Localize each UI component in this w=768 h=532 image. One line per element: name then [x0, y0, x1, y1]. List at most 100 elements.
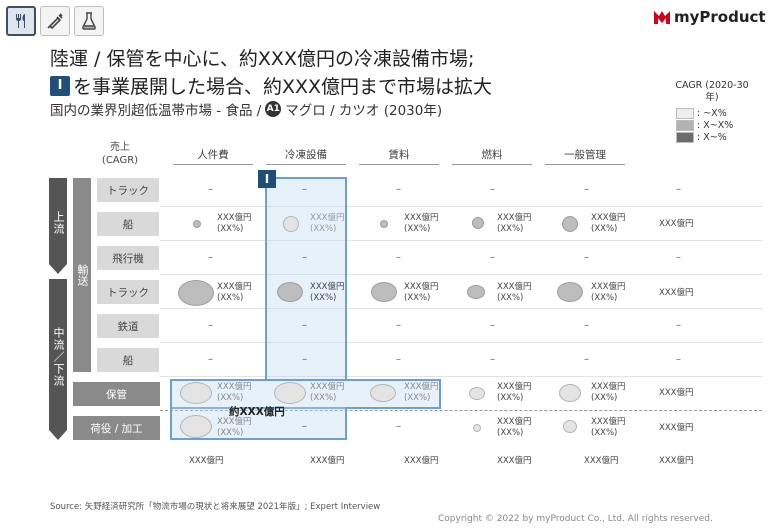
col-header-fuel: 燃料 [452, 147, 532, 165]
flask-icon [82, 12, 96, 30]
bubble [180, 415, 212, 438]
page-title-line2-text: を事業展開した場合、約XXX億円まで市場は拡大 [73, 76, 493, 98]
bubble [473, 424, 481, 432]
row-divider [160, 376, 762, 377]
cell-empty: – [584, 252, 589, 263]
col-header-labor: 人件費 [173, 147, 253, 165]
column-total: XXX億円 [310, 456, 345, 466]
legend-item: : X~% [676, 132, 727, 143]
page-title-line2: I を事業展開した場合、約XXX億円まで市場は拡大 [50, 72, 492, 99]
bubble [559, 384, 581, 402]
bubble [277, 282, 303, 302]
cell-value: XXX億円(XX%) [310, 382, 345, 403]
col-header-refrigeration: 冷凍設備 [266, 147, 346, 165]
highlight-refrigeration-column [265, 177, 347, 381]
page-title-line1: 陸運 / 保管を中心に、約XXX億円の冷凍設備市場; [50, 48, 475, 70]
legend-item: : ~X% [676, 108, 727, 119]
cell-value: XXX億円(XX%) [310, 282, 345, 303]
cell-value: XXX億円(XX%) [404, 213, 439, 234]
column-total: XXX億円 [584, 456, 619, 466]
cell-empty: – [490, 184, 495, 195]
middown-bar-shape [49, 279, 67, 440]
row-divider [160, 342, 762, 343]
cell-empty: – [302, 354, 307, 365]
cell-value: XXX億円(XX%) [591, 382, 626, 403]
row-divider [160, 206, 762, 207]
subtitle-after: マグロ / カツオ (2030年) [285, 103, 443, 119]
cell-value: XXX億円(XX%) [404, 382, 439, 403]
sales-header-text: 売上(CAGR) [101, 142, 139, 166]
bubble [274, 382, 306, 404]
cell-empty: – [396, 252, 401, 263]
cell-value: XXX億円(XX%) [497, 213, 532, 234]
cell-empty: – [208, 252, 213, 263]
syringe-icon [47, 13, 63, 30]
col-header-rent: 賃料 [359, 147, 439, 165]
row-total: XXX億円 [659, 423, 694, 433]
logo-mark-icon [654, 10, 670, 24]
subtitle-before: 国内の業界別超低温帯市場 - 食品 / [50, 103, 262, 119]
cell-empty: – [676, 320, 681, 331]
legend-label: : X~X% [697, 120, 734, 131]
cell-empty: – [396, 354, 401, 365]
row-label-airplane: 飛行機 [97, 246, 159, 270]
column-total: XXX億円 [404, 456, 439, 466]
legend-title: CAGR (2020-30年) [675, 80, 749, 103]
column-total: XXX億円 [497, 456, 532, 466]
tab-food[interactable] [6, 6, 36, 36]
cell-empty: – [208, 320, 213, 331]
cell-empty: – [302, 421, 307, 432]
cell-empty: – [490, 252, 495, 263]
segment-mid-down: 中流／下流 [52, 326, 65, 387]
legend-label: : X~% [697, 132, 727, 143]
segment-upstream: 上流 [52, 211, 65, 235]
row-label-rail: 鉄道 [97, 314, 159, 338]
legend-swatch [676, 120, 694, 131]
cell-empty: – [584, 354, 589, 365]
cell-empty: – [208, 354, 213, 365]
logo: myProduct [654, 8, 766, 26]
row-divider [160, 308, 762, 309]
legend-item: : X~X% [676, 120, 733, 131]
tab-medical[interactable] [40, 6, 70, 36]
bubble [469, 387, 485, 400]
cell-empty: – [396, 184, 401, 195]
highlight-badge: I [258, 170, 276, 188]
row-total: XXX億円 [659, 388, 694, 398]
bubble [472, 217, 484, 229]
bubble [283, 216, 299, 232]
page-subtitle: 国内の業界別超低温帯市場 - 食品 / A1 マグロ / カツオ (2030年) [50, 99, 442, 119]
row-divider [160, 274, 762, 275]
row-divider [160, 240, 762, 241]
col-header-admin: 一般管理 [545, 147, 625, 165]
cell-value: XXX億円(XX%) [497, 382, 532, 403]
cell-empty: – [396, 421, 401, 432]
source-note: Source: 矢野経済研究所「物流市場の現状と将来展望 2021年版」; Ex… [50, 502, 381, 512]
sales-header: 売上(CAGR) [100, 141, 140, 167]
cell-value: XXX億円(XX%) [591, 417, 626, 438]
tab-chemical[interactable] [74, 6, 104, 36]
bubble [371, 282, 397, 302]
row-total: XXX億円 [659, 219, 694, 229]
cell-value: XXX億円(XX%) [217, 213, 252, 234]
bubble [380, 220, 388, 228]
cell-value: XXX億円(XX%) [217, 417, 252, 438]
cell-empty: – [676, 184, 681, 195]
bubble [193, 220, 201, 228]
legend-label: : ~X% [697, 108, 727, 119]
bubble [180, 382, 212, 404]
a1-badge: A1 [265, 101, 282, 117]
row-label-handling: 荷役 / 加工 [73, 416, 160, 440]
legend-swatch [676, 132, 694, 143]
row-label-truck-mid: トラック [97, 280, 159, 304]
bubble [557, 282, 583, 302]
logo-text: myProduct [674, 8, 766, 26]
cell-value: XXX億円(XX%) [591, 282, 626, 303]
row-divider-dashed [160, 410, 762, 411]
cell-empty: – [490, 320, 495, 331]
highlight-callout: 約XXX億円 [229, 406, 285, 418]
fork-knife-icon [16, 14, 25, 28]
legend-swatch [676, 108, 694, 119]
bubble [370, 384, 396, 402]
